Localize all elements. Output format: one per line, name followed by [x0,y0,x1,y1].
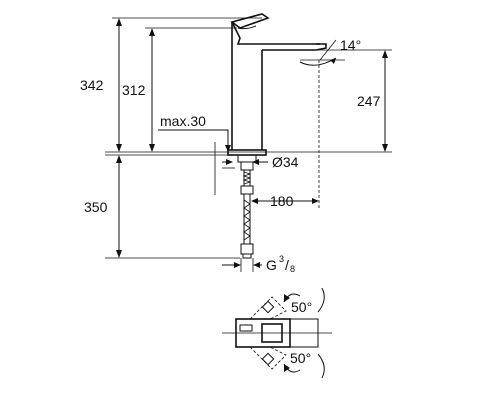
connection-thread-label: G 3 / 8 [266,254,295,274]
svg-text:8: 8 [290,264,295,274]
base-diameter-label: Ø34 [272,154,299,170]
svg-text:3: 3 [279,254,284,264]
deck-thickness-label: max.30 [160,113,206,129]
faucet-body [227,13,327,156]
mounting-hardware [237,154,257,259]
spout-reach-label: 180 [270,193,294,209]
handle-angle-top-label: 50° [291,299,312,315]
handle-angle-bottom-label: 50° [290,350,311,366]
svg-text:G: G [266,257,277,273]
reference-lines [105,17,392,259]
total-height-label: 342 [80,77,104,93]
spout-angle-label: 14° [340,37,361,53]
spout-height-label: 312 [122,82,146,98]
hose-length-label: 350 [84,199,108,215]
dimension-lines [116,18,388,272]
top-view [222,287,332,379]
dimension-labels: 342 312 247 max.30 14° Ø34 180 350 G 3 /… [80,37,381,366]
svg-text:/: / [285,257,289,273]
spout-angle-arc [299,39,345,66]
outlet-height-label: 247 [357,93,381,109]
